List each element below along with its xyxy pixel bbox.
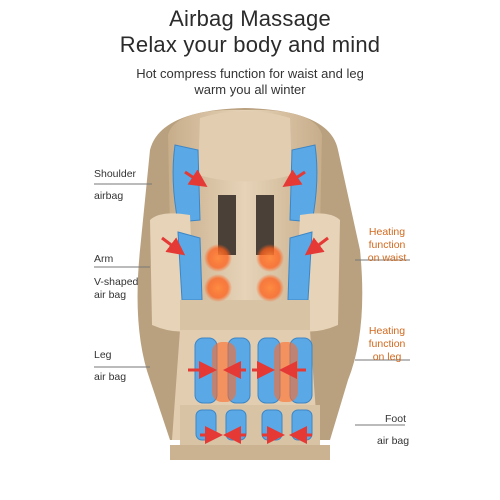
- v-shaped-label: V-shaped: [94, 276, 139, 288]
- heat-spot-2-icon: [256, 244, 284, 272]
- heating-leg-line-3: on leg: [372, 351, 402, 363]
- chair-base: [170, 445, 330, 460]
- title-line-2: Relax your body and mind: [119, 32, 381, 57]
- foot-label: Foot: [385, 413, 407, 425]
- seat: [180, 300, 310, 330]
- heat-spot-1-icon: [204, 244, 232, 272]
- leg-label: Leg: [94, 349, 112, 361]
- heating-waist-line-1: Heating: [368, 226, 406, 238]
- heat-spot-4-icon: [256, 274, 284, 302]
- callout-lines: [94, 183, 410, 426]
- leg-heat-right-icon: [274, 342, 298, 402]
- back-stripe-right: [256, 195, 274, 255]
- foot-airbag-label: air bag: [377, 435, 410, 447]
- arm-airbag-left-icon: [177, 231, 203, 301]
- airbag-arrows-icon: [161, 169, 329, 444]
- heating-leg-line-2: function: [368, 338, 406, 350]
- subtitle-line-2: warm you all winter: [194, 82, 306, 97]
- shoulder-airbag-left-icon: [172, 144, 201, 223]
- leg-heat-left-icon: [212, 342, 236, 402]
- heating-leg-line-1: Heating: [368, 325, 406, 337]
- arm-airbag-right-icon: [287, 231, 313, 301]
- title-line-1: Airbag Massage: [169, 6, 331, 31]
- arm-label: Arm: [94, 253, 114, 265]
- back-stripe-left: [218, 195, 236, 255]
- heating-waist-line-2: function: [368, 239, 406, 251]
- heating-waist-line-3: on waist: [367, 252, 407, 264]
- shoulder-airbag-label: airbag: [94, 190, 124, 202]
- leg-airbag-label: air bag: [94, 371, 127, 383]
- heat-spot-3-icon: [204, 274, 232, 302]
- shoulder-label: Shoulder: [94, 168, 137, 180]
- subtitle-line-1: Hot compress function for waist and leg: [136, 66, 364, 81]
- v-airbag-label: air bag: [94, 289, 127, 301]
- shoulder-airbag-right-icon: [289, 144, 318, 223]
- headrest: [198, 111, 292, 182]
